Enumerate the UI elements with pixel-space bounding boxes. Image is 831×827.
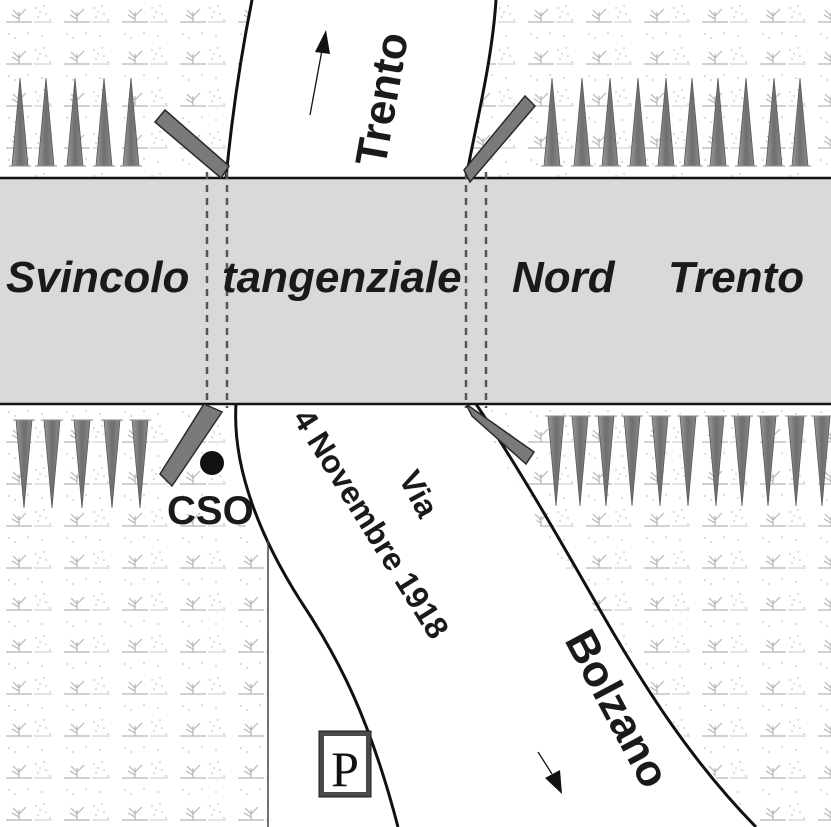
guardrail-nw bbox=[153, 108, 230, 180]
guardrail-ne bbox=[463, 94, 537, 184]
tangenziale-word-2: tangenziale bbox=[222, 253, 462, 302]
tangenziale-word-1: Svincolo bbox=[6, 253, 189, 302]
tree-row-bottom-left bbox=[13, 419, 151, 509]
location-dot-icon bbox=[200, 451, 224, 475]
grass-icon bbox=[0, 404, 268, 827]
tree-row-top-left bbox=[9, 77, 142, 167]
road-label-trento: Trento bbox=[347, 29, 419, 170]
tangenziale-overpass bbox=[0, 176, 831, 406]
roads bbox=[224, 0, 758, 827]
grass-icon bbox=[476, 404, 831, 827]
tree-row-top-right bbox=[541, 77, 811, 167]
tangenziale-word-3: Nord bbox=[512, 253, 616, 302]
parking-letter: P bbox=[331, 741, 359, 797]
guardrail-sw bbox=[159, 403, 224, 488]
underpass-dashes bbox=[205, 172, 488, 408]
guardrails bbox=[153, 94, 537, 488]
tangenziale-word-4: Trento bbox=[668, 253, 804, 302]
tree-row-bottom-right bbox=[545, 415, 831, 507]
guardrail-se bbox=[465, 403, 536, 466]
street-label-name: 4 Novembre 1918 bbox=[286, 403, 456, 645]
road-edge-north-left bbox=[224, 0, 254, 179]
road-edge-north-right bbox=[464, 0, 498, 179]
road-edge-south-right bbox=[474, 403, 758, 827]
parking-icon: P bbox=[318, 730, 372, 798]
street-label-via: Via bbox=[392, 464, 446, 523]
direction-arrow-icon bbox=[537, 751, 562, 794]
cso-label: CSO bbox=[167, 489, 254, 533]
road-edge-south-left bbox=[234, 403, 400, 827]
tangenziale-label: Svincolo tangenziale Nord Trento bbox=[6, 253, 804, 302]
direction-arrow-icon bbox=[309, 30, 330, 116]
